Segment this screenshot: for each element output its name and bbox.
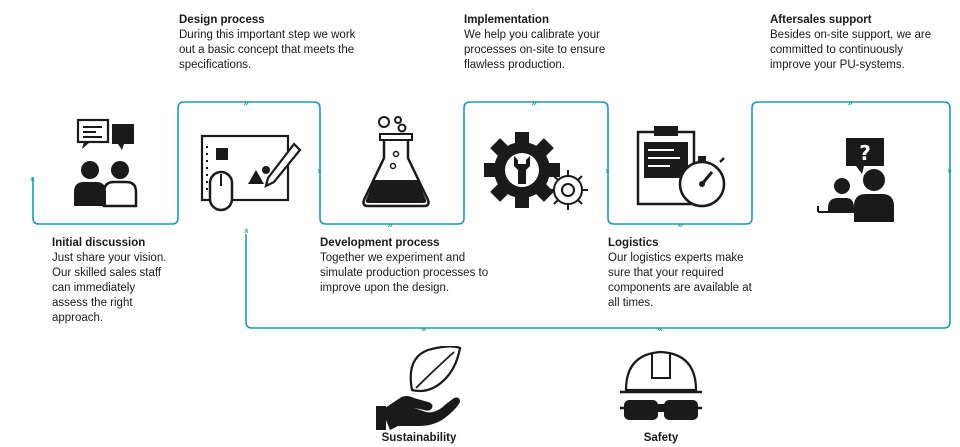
support-question-icon: ? <box>817 138 894 222</box>
step-title: Initial discussion <box>52 237 146 249</box>
value-safety-label: Safety <box>643 432 679 444</box>
step-description: During this important step we work out a… <box>179 29 356 71</box>
design-tablet-icon <box>200 134 302 212</box>
svg-text:»: » <box>387 221 393 231</box>
svg-text:»: » <box>314 168 324 174</box>
gears-wrench-icon <box>484 132 588 210</box>
step-description: Just share your vision. Our skilled sale… <box>52 252 167 324</box>
step-description: Besides on-site support, we are committe… <box>770 29 932 71</box>
step-description: Our logistics experts make sure that you… <box>608 252 752 309</box>
svg-text:?: ? <box>859 141 871 165</box>
hardhat-goggles-icon <box>620 350 702 420</box>
step-initial-discussion: Initial discussion Just share your visio… <box>52 236 170 326</box>
value-sustainability-label: Sustainability <box>381 432 457 444</box>
svg-text:»: » <box>677 221 683 231</box>
step-implementation: Implementation We help you calibrate you… <box>464 13 628 73</box>
step-logistics: Logistics Our logistics experts make sur… <box>608 236 760 311</box>
clipboard-stopwatch-icon <box>636 126 726 208</box>
step-title: Logistics <box>608 237 659 249</box>
flask-icon <box>362 116 430 208</box>
svg-text:»: » <box>242 228 252 234</box>
svg-text:»: » <box>243 99 249 109</box>
step-description: We help you calibrate your processes on-… <box>464 29 606 71</box>
step-title: Aftersales support <box>770 14 872 26</box>
step-title: Design process <box>179 14 265 26</box>
svg-text:»: » <box>531 99 537 109</box>
svg-text:»: » <box>602 168 612 174</box>
svg-text:«: « <box>27 176 37 182</box>
svg-text:»: » <box>847 99 853 109</box>
step-title: Implementation <box>464 14 549 26</box>
hand-leaf-icon <box>376 346 462 430</box>
step-development-process: Development process Together we experime… <box>320 236 500 296</box>
consultation-icon <box>74 118 138 208</box>
step-description: Together we experiment and simulate prod… <box>320 252 489 294</box>
svg-text:»: » <box>944 168 954 174</box>
step-title: Development process <box>320 237 440 249</box>
step-aftersales-support: Aftersales support Besides on-site suppo… <box>770 13 938 73</box>
step-design-process: Design process During this important ste… <box>179 13 365 73</box>
svg-text:«: « <box>421 325 427 335</box>
svg-text:«: « <box>657 325 663 335</box>
